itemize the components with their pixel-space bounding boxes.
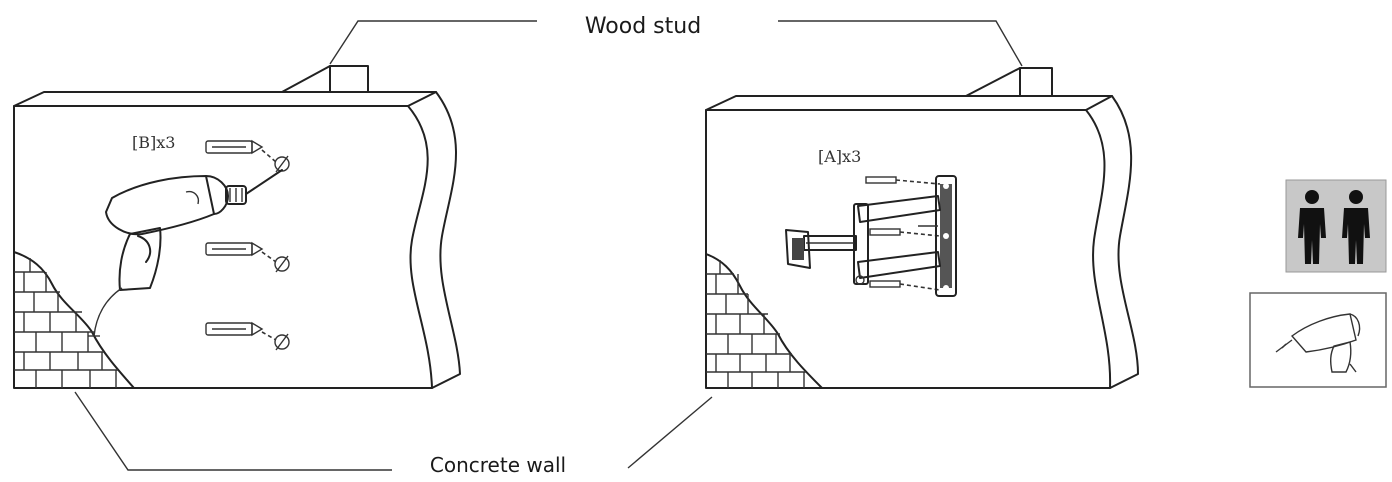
wood-stud-callout: Wood stud <box>329 14 1023 67</box>
power-drill-icon <box>1249 292 1387 388</box>
wall-plate <box>935 175 957 297</box>
anchor-count-label: [B]x3 <box>132 133 175 152</box>
left-wall-top <box>13 91 437 107</box>
wood-stud-label: Wood stud <box>585 14 701 39</box>
wall-anchor-middle <box>205 241 290 273</box>
left-wall-side <box>431 91 461 389</box>
left-wood-stud <box>281 65 369 93</box>
wall-anchor-top <box>205 139 290 173</box>
wall-anchor-bottom <box>205 321 290 351</box>
concrete-wall-label: Concrete wall <box>430 453 566 477</box>
right-wall-panel: [A]x3 <box>705 67 1139 389</box>
left-brick-area <box>13 251 135 389</box>
two-people-icon <box>1285 179 1387 273</box>
wood-stud-leader-right <box>778 20 1023 67</box>
screw-count-label: [A]x3 <box>818 147 861 166</box>
right-wood-stud <box>965 67 1053 97</box>
concrete-wall-leader-right <box>627 396 713 469</box>
concrete-wall-leader-left <box>74 391 392 471</box>
left-wall-panel: [B]x3 <box>13 65 461 389</box>
right-wall-top <box>705 95 1113 111</box>
power-drill-illustration <box>88 169 283 337</box>
concrete-wall-callout: Concrete wall <box>74 391 713 477</box>
left-wall-front <box>13 105 433 389</box>
right-brick-area <box>705 253 823 389</box>
right-wall-side <box>1109 95 1139 389</box>
wood-stud-leader-left <box>329 20 537 65</box>
tv-wall-mount-bracket <box>785 175 957 297</box>
lag-screws <box>865 176 941 291</box>
right-wall-front <box>705 109 1112 389</box>
